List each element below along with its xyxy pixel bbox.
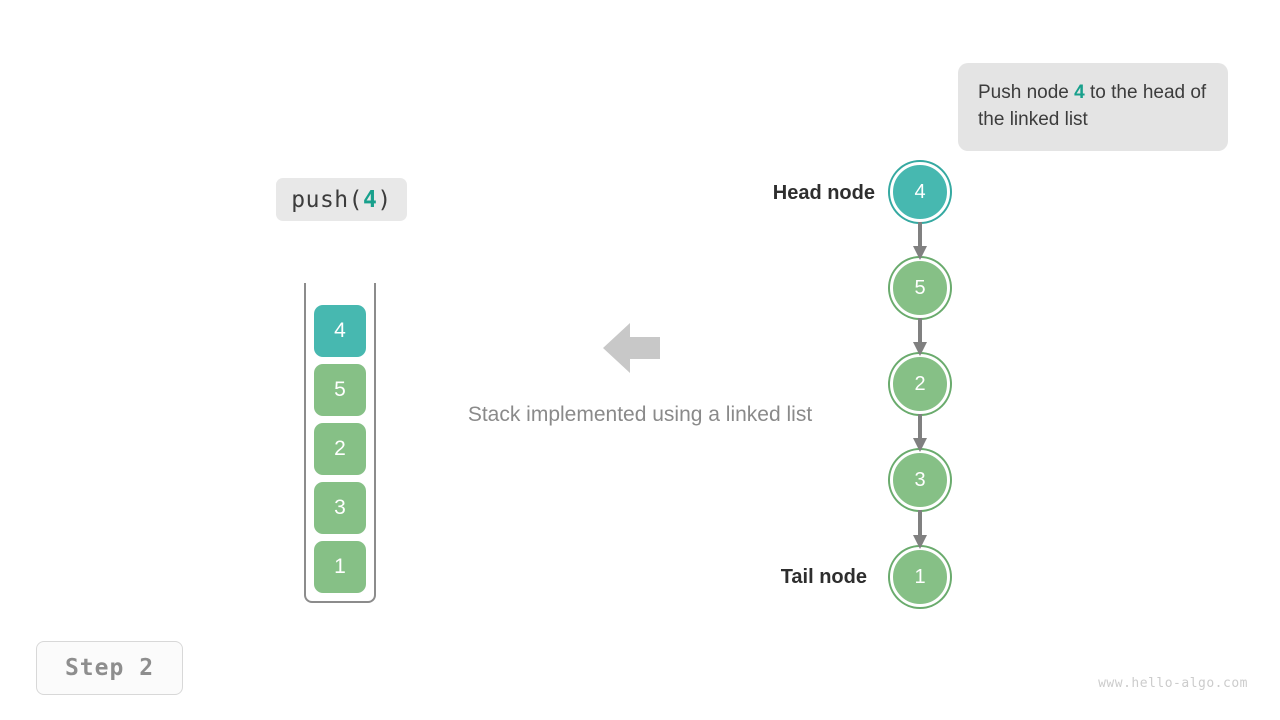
operation-label: push(4) bbox=[276, 178, 407, 221]
step-badge: Step 2 bbox=[36, 641, 183, 695]
callout-highlight-value: 4 bbox=[1074, 82, 1085, 103]
operation-suffix: ) bbox=[377, 186, 392, 213]
list-node: 5 bbox=[890, 258, 950, 318]
list-node: 3 bbox=[890, 450, 950, 510]
watermark: www.hello-algo.com bbox=[1098, 676, 1248, 691]
stack-cell: 5 bbox=[314, 364, 366, 416]
callout-text-after: to the head of the linked list bbox=[978, 82, 1207, 130]
stack-cell: 4 bbox=[314, 305, 366, 357]
left-arrow-icon bbox=[600, 318, 662, 378]
callout-box: Push node 4 to the head of the linked li… bbox=[958, 63, 1228, 151]
head-node-label: Head node bbox=[772, 182, 875, 204]
stack-cell: 1 bbox=[314, 541, 366, 593]
stack-cell-list: 4 5 2 3 1 bbox=[304, 283, 376, 593]
diagram-caption: Stack implemented using a linked list bbox=[467, 403, 813, 426]
stack-cell: 2 bbox=[314, 423, 366, 475]
stack-frame bbox=[304, 283, 376, 603]
stack-container: 4 5 2 3 1 bbox=[304, 283, 376, 603]
stack-cell: 3 bbox=[314, 482, 366, 534]
list-node: 2 bbox=[890, 354, 950, 414]
node-connector-arrow bbox=[902, 414, 938, 454]
node-connector-arrow bbox=[902, 318, 938, 358]
list-node: 1 bbox=[890, 547, 950, 607]
node-connector-arrow bbox=[902, 510, 938, 550]
node-connector-arrow bbox=[902, 222, 938, 262]
operation-prefix: push( bbox=[291, 186, 364, 213]
callout-text-before: Push node bbox=[978, 82, 1075, 103]
tail-node-label: Tail node bbox=[780, 566, 867, 588]
operation-value: 4 bbox=[363, 186, 378, 213]
list-node: 4 bbox=[890, 162, 950, 222]
